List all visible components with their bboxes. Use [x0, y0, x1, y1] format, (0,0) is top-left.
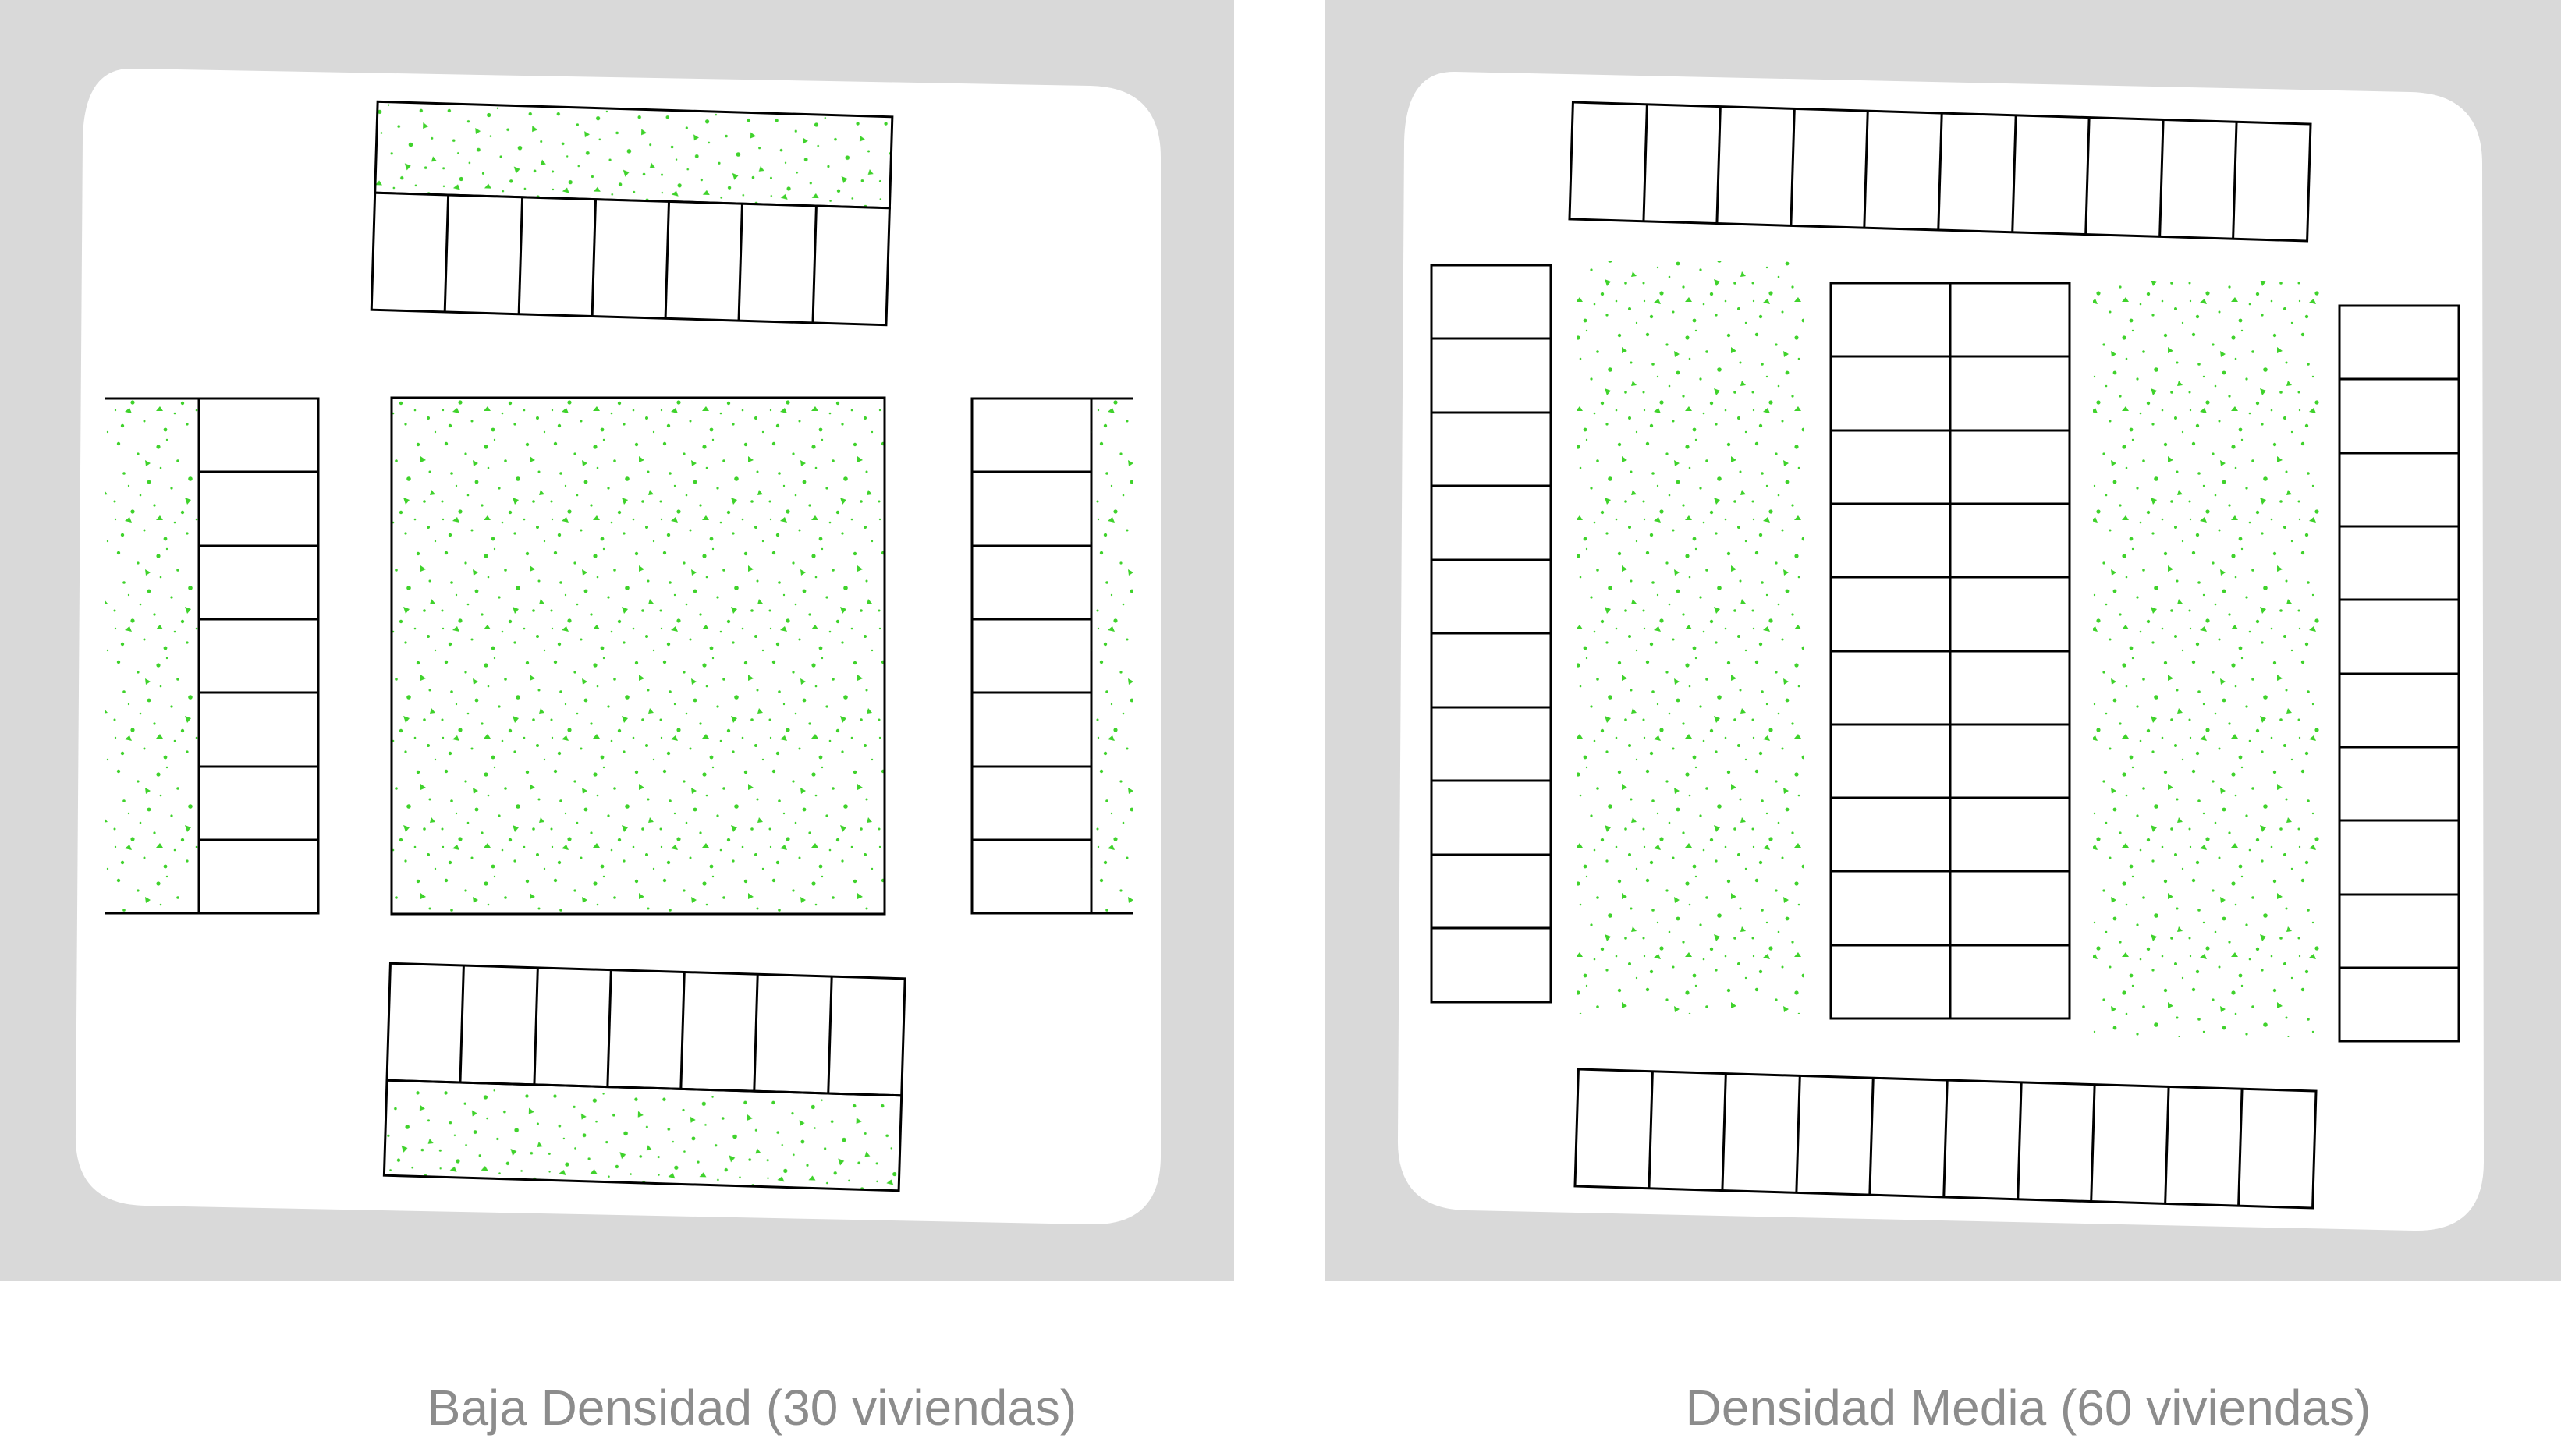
north-row: [370, 100, 894, 327]
dwelling-dividers: [199, 470, 318, 841]
green-strip: [374, 100, 894, 210]
green-strip: [1091, 399, 1133, 913]
dwelling-dividers: [1431, 337, 1551, 930]
green-strip: [382, 1079, 903, 1192]
low-density-caption: Baja Densidad (30 viviendas): [427, 1380, 1077, 1436]
low-density-plan: [0, 0, 1234, 1281]
north-row: [1568, 101, 2312, 243]
east-row: [2338, 304, 2460, 1043]
dwelling-dividers: [459, 965, 833, 1094]
east-row: [970, 397, 1133, 915]
building-row: [370, 191, 891, 327]
building-row: [197, 397, 320, 915]
central-block: [1829, 282, 2071, 1020]
dwelling-dividers: [1648, 1071, 2244, 1206]
south-row: [382, 962, 906, 1192]
dwelling-dividers: [972, 470, 1091, 841]
west-row: [105, 397, 320, 915]
dwelling-dividers: [1831, 283, 2070, 1018]
green-strip-right: [2093, 281, 2319, 1037]
green-strip-left: [1577, 261, 1804, 1014]
dwelling-dividers: [1642, 104, 2238, 239]
dwelling-dividers: [2339, 377, 2459, 969]
green-strip: [105, 399, 199, 913]
west-row: [1430, 264, 1552, 1004]
medium-density-plan: [1325, 0, 2561, 1281]
building-row: [385, 962, 906, 1097]
central-park: [390, 396, 886, 916]
dwelling-dividers: [443, 194, 818, 323]
medium-density-caption: Densidad Media (60 viviendas): [1685, 1380, 2371, 1436]
south-row: [1573, 1068, 2318, 1210]
building-row: [970, 397, 1093, 915]
